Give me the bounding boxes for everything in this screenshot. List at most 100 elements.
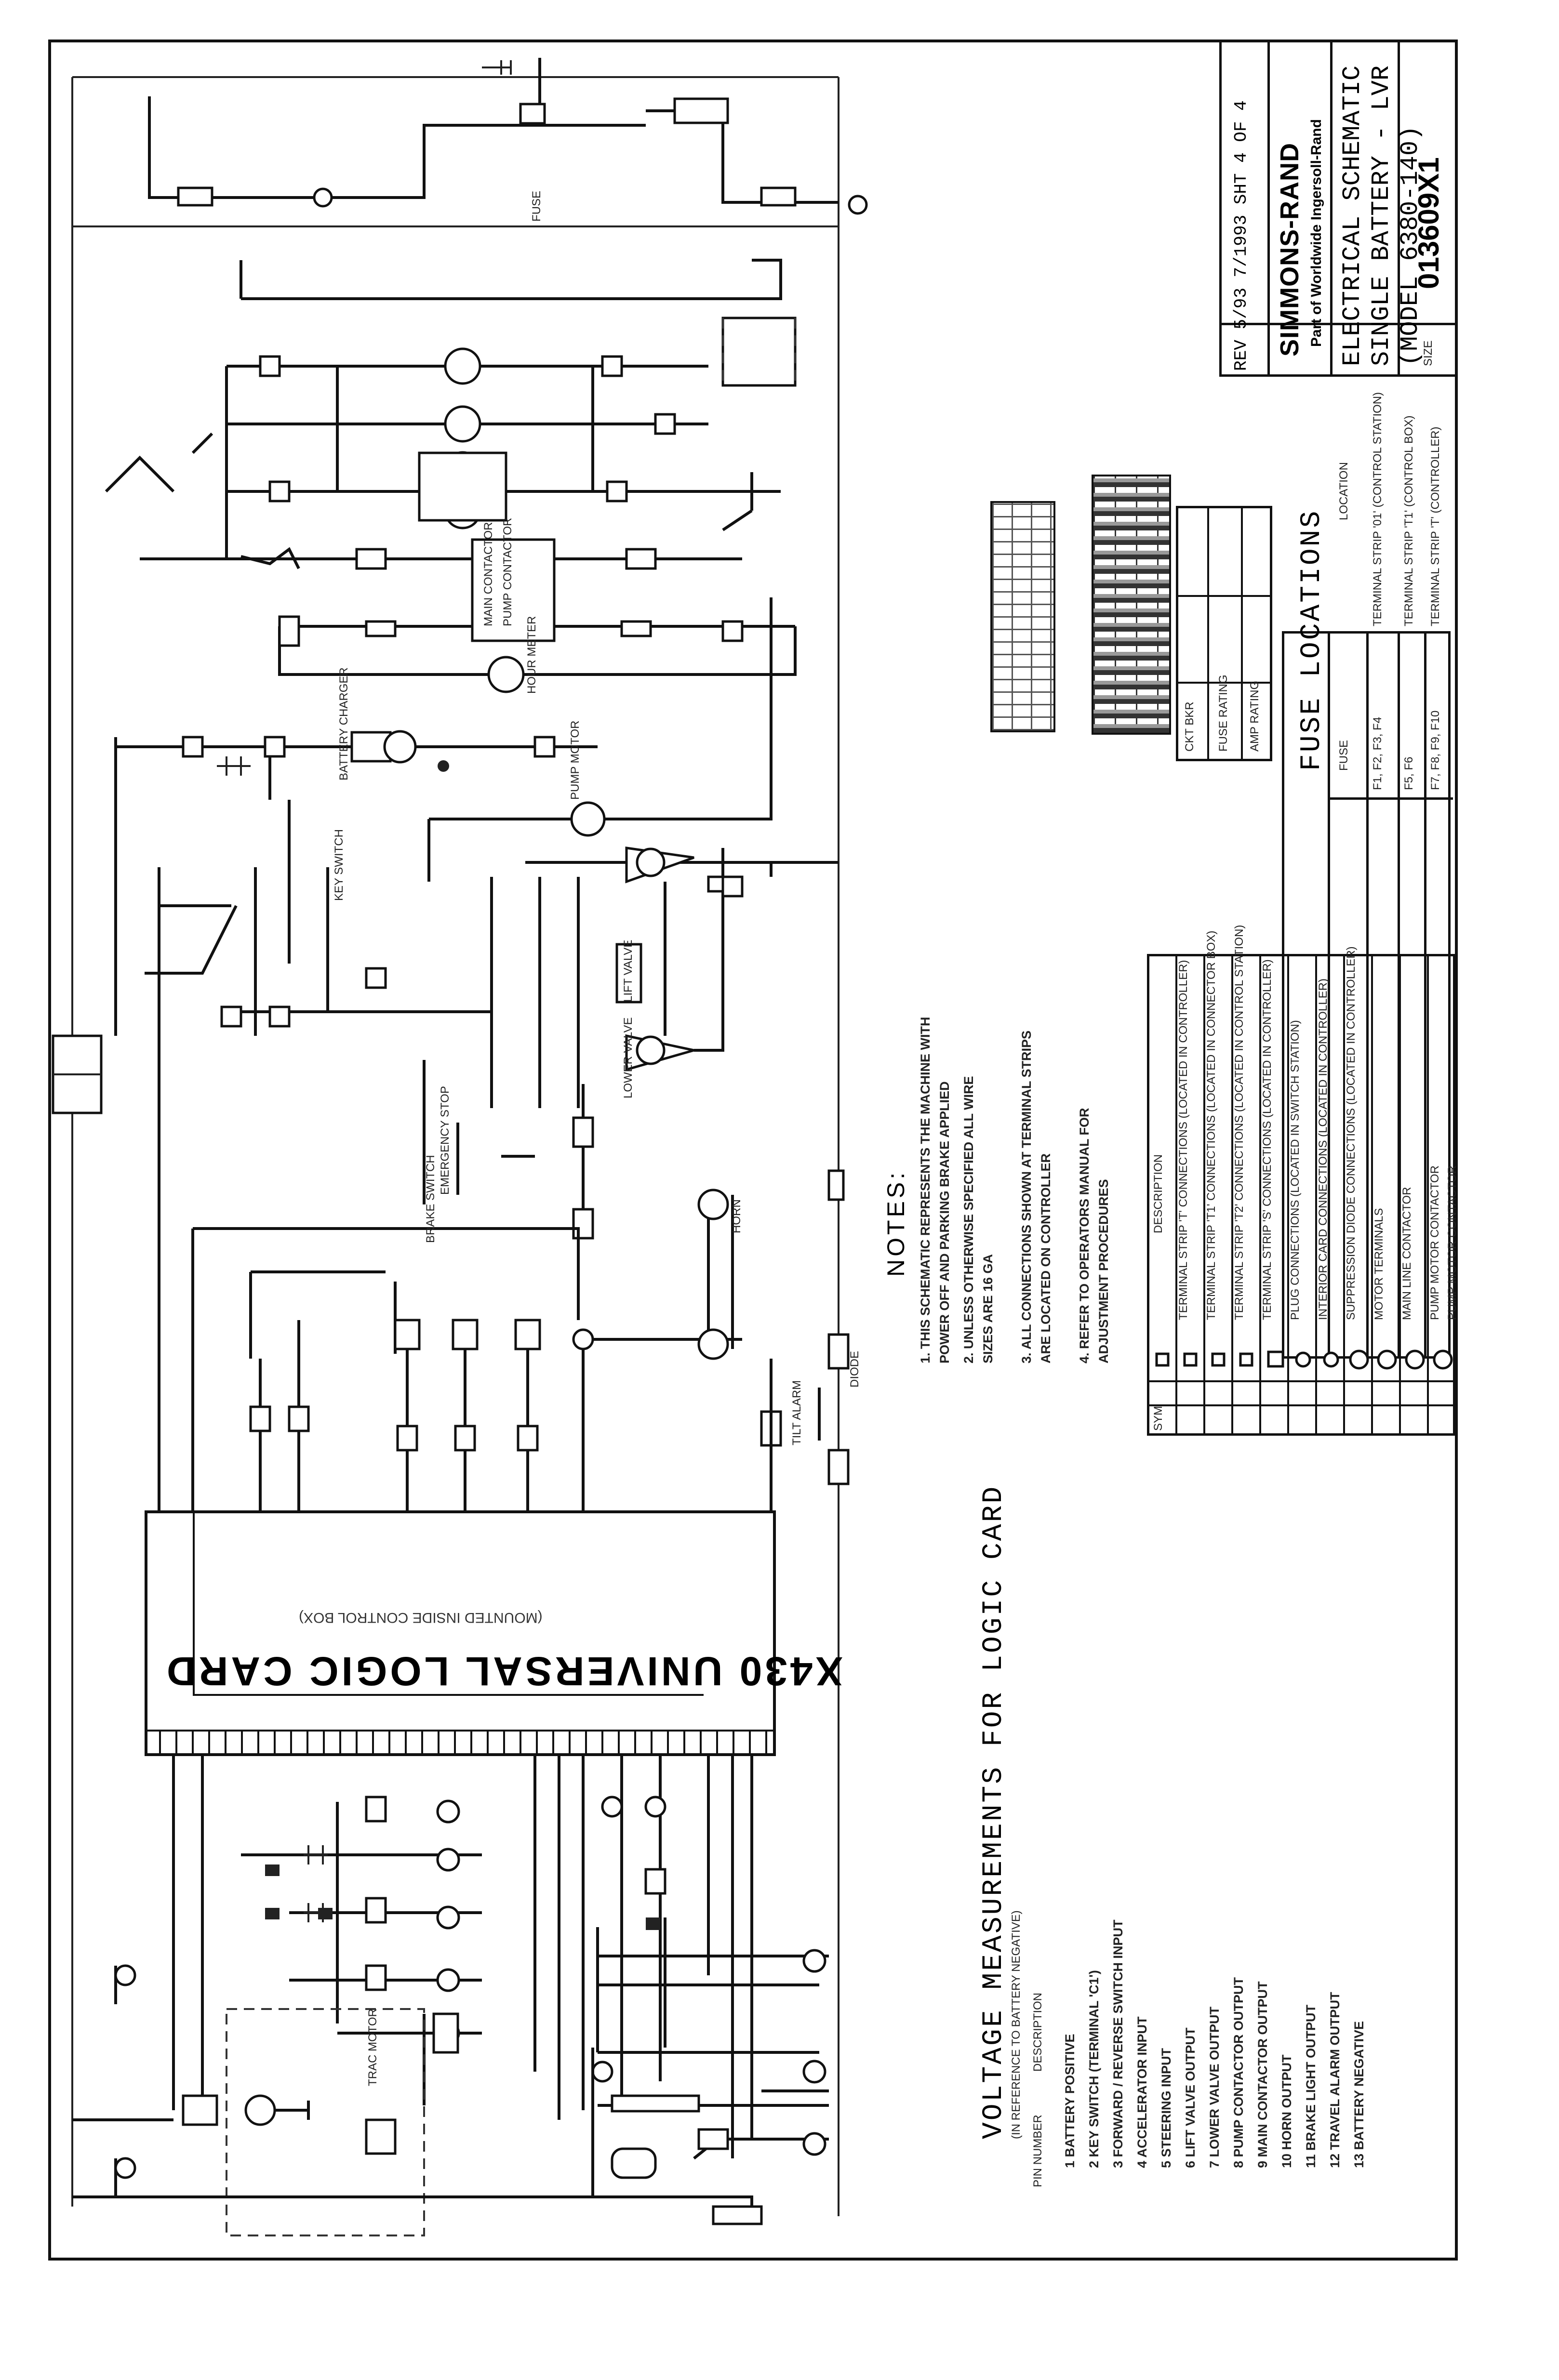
voltage-row-10: 10 HORN OUTPUT [1279, 2054, 1294, 2168]
control-box-center [471, 538, 556, 642]
ratings-col-3: AMP RATING [1248, 680, 1261, 752]
voltage-col-description: DESCRIPTION [1031, 1992, 1044, 2072]
connector-row-5: PLUG CONNECTIONS (LOCATED IN SWITCH STAT… [1289, 1020, 1302, 1320]
note-line-5: 3. ALL CONNECTIONS SHOWN AT TERMINAL STR… [1019, 1030, 1034, 1363]
voltage-row-7: 7 LOWER VALVE OUTPUT [1207, 2006, 1222, 2168]
connector-row-6: INTERIOR CARD CONNECTIONS (LOCATED IN CO… [1317, 978, 1330, 1320]
fuse-row-1-fuse: F1, F2, F3, F4 [1371, 716, 1384, 790]
ratings-col-2: FUSE RATING [1217, 674, 1230, 752]
relay-coil-2 [444, 405, 481, 443]
voltage-col-pin: PIN NUMBER [1031, 2115, 1044, 2187]
brand-subtitle: Part of Worldwide Ingersoll-Rand [1308, 119, 1324, 347]
label-lower-valve: LOWER VALVE [622, 1017, 635, 1099]
schematic-sheet [48, 40, 1458, 2261]
controller-block-1 [721, 317, 797, 387]
voltage-measurements-heading: VOLTAGE MEASUREMENTS FOR LOGIC CARD [978, 1484, 1010, 2139]
logic-card-subtitle: (MOUNTED INSIDE CONTROL BOX) [299, 1610, 543, 1626]
note-line-1: 1. THIS SCHEMATIC REPRESENTS THE MACHINE… [918, 1017, 933, 1363]
voltage-row-8: 8 PUMP CONTACTOR OUTPUT [1231, 1977, 1246, 2168]
traction-motor [244, 2094, 276, 2126]
cross-reference-grid-2 [1092, 475, 1171, 735]
logic-card-inner [193, 1513, 704, 1696]
fuse-table-heading: FUSE LOCATIONS [1296, 509, 1328, 771]
top-terminal-1 [313, 187, 333, 208]
drawing-title-line-1: ELECTRICAL SCHEMATIC [1338, 65, 1367, 366]
connector-row-10: PUMP MOTOR CONTACTOR [1428, 1165, 1441, 1320]
label-tilt-alarm: TILT ALARM [790, 1380, 803, 1445]
ratings-table [1176, 506, 1272, 761]
top-fuse-2 [760, 186, 797, 207]
label-traction-motor: TRAC MOTOR [366, 2009, 379, 2086]
top-fuse-1 [177, 186, 213, 207]
notes-heading: NOTES: [882, 1169, 909, 1277]
voltage-row-11: 11 BRAKE LIGHT OUTPUT [1304, 2004, 1318, 2168]
top-terminal-2 [848, 195, 868, 215]
fuse-row-1-location: TERMINAL STRIP '01' (CONTROL STATION) [1371, 392, 1384, 626]
connector-row-4: TERMINAL STRIP 'S' CONNECTIONS (LOCATED … [1261, 959, 1274, 1320]
label-horn: HORN [730, 1199, 743, 1233]
cross-reference-grid-1 [990, 501, 1055, 732]
voltage-row-4: 4 ACCELERATOR INPUT [1135, 2016, 1149, 2168]
relay-block-b [572, 1208, 594, 1240]
title-block [1219, 40, 1458, 377]
voltage-row-13: 13 BATTERY NEGATIVE [1352, 2021, 1366, 2168]
pump-motor [570, 801, 606, 837]
brand-name: SIMMONS-RAND [1275, 143, 1304, 357]
horn [697, 1189, 729, 1220]
note-line-2: POWER OFF AND PARKING BRAKE APPLIED [937, 1081, 952, 1363]
size-label: SIZE [1422, 340, 1435, 366]
connector-row-7: SUPPRESSION DIODE CONNECTIONS (LOCATED I… [1345, 946, 1358, 1320]
top-capacitor [482, 60, 512, 75]
label-brake-switch: BRAKE SWITCH [424, 1155, 437, 1243]
label-key-switch: KEY SWITCH [333, 829, 346, 901]
connector-row-9: MAIN LINE CONTACTOR [1400, 1187, 1413, 1320]
connector-row-1: TERMINAL STRIP 'T' CONNECTIONS (LOCATED … [1177, 960, 1190, 1320]
voltage-row-3: 3 FORWARD / REVERSE SWITCH INPUT [1111, 1919, 1125, 2168]
label-emergency-stop: EMERGENCY STOP [439, 1086, 452, 1195]
connector-row-8: MOTOR TERMINALS [1372, 1208, 1386, 1320]
connector-table-symbols [1147, 1335, 1455, 1388]
voltage-row-2: 2 KEY SWITCH (TERMINAL 'C1') [1087, 1970, 1101, 2168]
connector-row-2: TERMINAL STRIP 'T1' CONNECTIONS (LOCATED… [1205, 930, 1218, 1320]
note-line-4: SIZES ARE 16 GA [981, 1254, 995, 1363]
fuse-row-2-fuse: F5, F6 [1402, 756, 1415, 790]
note-line-3: 2. UNLESS OTHERWISE SPECIFIED ALL WIRE [961, 1076, 976, 1363]
battery-symbol [611, 2147, 657, 2179]
connector-row-11: PUMP MOTOR CONTACTOR [1446, 1165, 1459, 1320]
fuse-col-fuse: FUSE [1337, 740, 1350, 771]
label-pump-motor: PUMP MOTOR [569, 720, 582, 800]
fuse-row-3-fuse: F7, F8, F9, F10 [1429, 710, 1442, 790]
voltage-row-1: 1 BATTERY POSITIVE [1063, 2034, 1077, 2168]
fuse-col-location: LOCATION [1337, 462, 1350, 520]
connector-col-sym: SYM [1152, 1405, 1165, 1431]
fuse-row-3-location: TERMINAL STRIP 'T' (CONTROLLER) [1429, 426, 1442, 626]
drawing-title-line-2: SINGLE BATTERY - LVR [1367, 65, 1396, 366]
traction-motor-enclosure [226, 2008, 425, 2236]
connector-row-3: TERMINAL STRIP 'T2' CONNECTIONS (LOCATED… [1233, 925, 1246, 1320]
ratings-col-1: CKT BKR [1183, 701, 1196, 752]
label-diode: DIODE [848, 1350, 861, 1388]
drawing-number: 013609X1 [1412, 157, 1445, 289]
logic-card-connector-strip [145, 1730, 776, 1756]
voltage-measurements-subheading: (IN REFERENCE TO BATTERY NEGATIVE) [1010, 1910, 1023, 2139]
voltage-row-12: 12 TRAVEL ALARM OUTPUT [1328, 1992, 1342, 2168]
top-resistor [673, 97, 729, 124]
revision-text: REV 5/93 7/1993 SHT 4 OF 4 [1231, 100, 1251, 371]
voltage-row-6: 6 LIFT VALVE OUTPUT [1183, 2027, 1198, 2168]
note-line-8: ADJUSTMENT PROCEDURES [1096, 1179, 1111, 1363]
hour-meter [487, 656, 525, 693]
connector-col-description: DESCRIPTION [1152, 1154, 1165, 1233]
label-main-contactor: MAIN CONTACTOR [482, 522, 495, 626]
label-fuse: FUSE [530, 190, 543, 222]
label-pump-contactor: PUMP CONTACTOR [501, 517, 514, 626]
voltage-row-9: 9 MAIN CONTACTOR OUTPUT [1255, 1981, 1270, 2168]
logic-card-title: X430 UNIVERSAL LOGIC CARD [164, 1649, 843, 1694]
note-line-6: ARE LOCATED ON CONTROLLER [1039, 1153, 1053, 1363]
label-battery-charger: BATTERY CHARGER [337, 667, 350, 780]
note-line-7: 4. REFER TO OPERATORS MANUAL FOR [1077, 1108, 1092, 1363]
relay-coil-1 [444, 347, 481, 385]
label-hour-meter: HOUR METER [525, 616, 538, 694]
label-lift-valve: LIFT VALVE [622, 939, 635, 1002]
relay-block-a [572, 1116, 594, 1148]
